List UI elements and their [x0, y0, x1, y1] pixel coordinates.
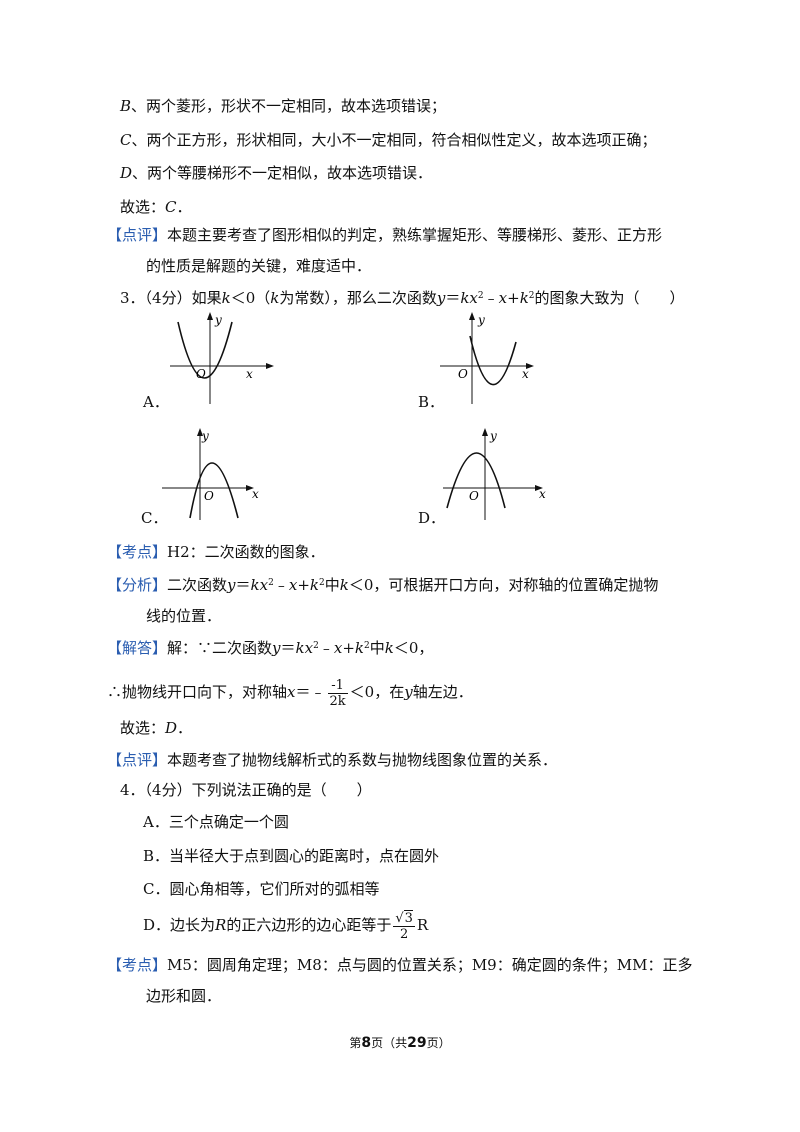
origin-label: O — [196, 367, 206, 381]
y-arrow-icon — [482, 428, 488, 436]
y-arrow-icon — [197, 428, 203, 436]
q3-fenxi-cont: 线的位置． — [146, 607, 222, 625]
x-arrow-icon — [535, 485, 543, 491]
line-d: D、两个等腰梯形不一定相似，故本选项错误． — [120, 164, 433, 182]
parabola — [177, 321, 233, 379]
x-label: x — [539, 487, 546, 501]
parabola — [189, 462, 239, 519]
q3-fenxi: 【分析】二次函数y＝kx2﹣x+k2中k＜0，可根据开口方向，对称轴的位置确定抛… — [107, 576, 659, 594]
review-1-cont: 的性质是解题的关键，难度适中． — [146, 257, 372, 275]
q4-kaodian-cont: 边形和圆． — [146, 987, 222, 1005]
q4-kaodian: 【考点】M5：圆周角定理；M8：点与圆的位置关系；M9：确定圆的条件；MM：正多 — [107, 956, 693, 974]
origin-label: O — [469, 489, 479, 503]
q4-option-b[interactable]: B．当半径大于点到圆心的距离时，点在圆外 — [143, 847, 440, 865]
q4-option-a[interactable]: A．三个点确定一个圆 — [143, 813, 289, 831]
origin-label: O — [204, 489, 214, 503]
graph-d-svg: y x O — [443, 428, 546, 520]
choose-line: 故选：C． — [120, 198, 192, 216]
parabola — [469, 335, 517, 386]
graph-option-d[interactable]: y x O — [443, 428, 553, 520]
x-arrow-icon — [526, 363, 534, 369]
graph-option-b[interactable]: y x O — [440, 312, 540, 404]
q3-kaodian: 【考点】H2：二次函数的图象． — [107, 543, 325, 561]
option-a-label[interactable]: A． — [143, 393, 169, 411]
origin-label: O — [458, 367, 468, 381]
x-arrow-icon — [246, 485, 254, 491]
graph-option-c[interactable]: y x O — [162, 428, 272, 520]
q3-jieda: 【解答】解：∵二次函数y＝kx2﹣x+k2中k＜0， — [107, 639, 434, 657]
x-label: x — [246, 367, 253, 381]
line-b: B、两个菱形，形状不一定相同，故本选项错误； — [120, 97, 447, 115]
y-label: y — [477, 313, 485, 327]
y-label: y — [214, 313, 222, 327]
x-label: x — [522, 367, 529, 381]
option-b-label[interactable]: B． — [418, 393, 445, 411]
option-d-label[interactable]: D． — [418, 509, 446, 527]
option-c-label[interactable]: C． — [141, 509, 168, 527]
q3-review: 【点评】本题考查了抛物线解析式的系数与抛物线图象位置的关系． — [107, 751, 558, 769]
graph-option-a[interactable]: y x O — [170, 312, 280, 404]
y-arrow-icon — [469, 312, 475, 320]
line-c: C、两个正方形，形状相同，大小不一定相同，符合相似性定义，故本选项正确； — [120, 131, 657, 149]
graph-b-svg: y x O — [440, 312, 534, 404]
q3-stem: 3．（4分）如果k＜0（k为常数），那么二次函数y＝kx2﹣x+k2的图象大致为… — [120, 289, 685, 307]
q4-stem: 4．（4分）下列说法正确的是（ ） — [120, 781, 372, 799]
review-1: 【点评】本题主要考查了图形相似的判定，熟练掌握矩形、等腰梯形、菱形、正方形 — [107, 226, 663, 244]
q3-choose: 故选：D． — [120, 719, 193, 737]
x-label: x — [252, 487, 259, 501]
page-footer: 第8页（共29页） — [349, 1035, 451, 1051]
graph-c-svg: y x O — [162, 428, 259, 520]
y-arrow-icon — [207, 312, 213, 320]
y-label: y — [489, 429, 497, 443]
x-arrow-icon — [266, 363, 274, 369]
graph-a-svg: y x O — [170, 312, 274, 404]
q4-option-c[interactable]: C．圆心角相等，它们所对的弧相等 — [143, 880, 380, 898]
parabola — [446, 452, 506, 509]
y-label: y — [201, 429, 209, 443]
